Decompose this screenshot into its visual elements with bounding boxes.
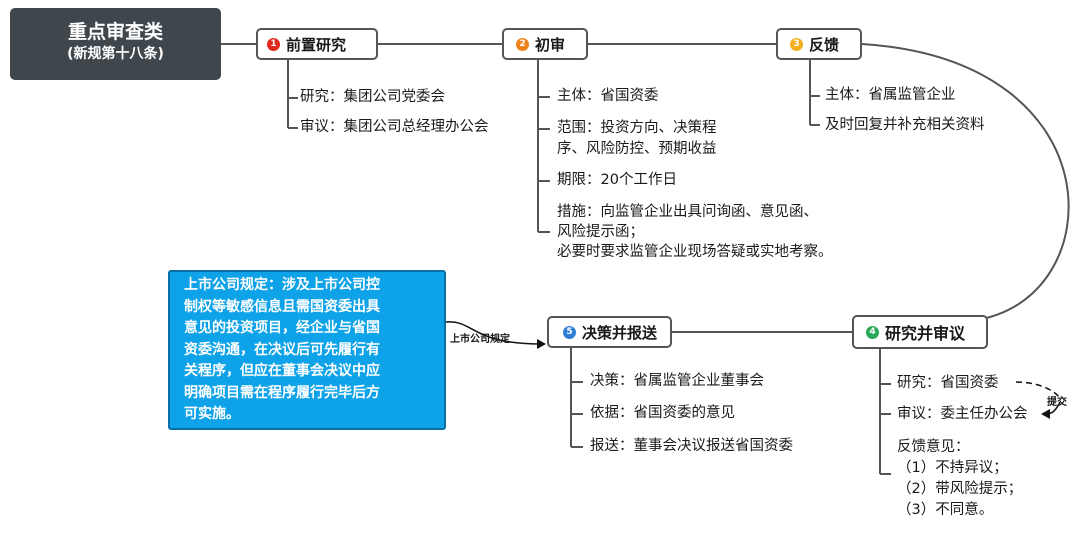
note-line: 关程序，但应在董事会决议中应 xyxy=(184,363,380,379)
node2-item-measures-2: 风险提示函； xyxy=(557,224,644,240)
node4-item-review: 审议：委主任办公会 xyxy=(897,406,1028,422)
node-decision-submit[interactable]: 5 决策并报送 xyxy=(547,316,672,348)
note-arrow-label: 上市公司规定 xyxy=(450,334,510,345)
node2-item-measures-3: 必要时要求监管企业现场答疑或实地考察。 xyxy=(557,244,833,260)
number-3-icon: 3 xyxy=(790,37,803,51)
node4-item-opinion-2: （2）带风险提示； xyxy=(897,481,1023,497)
node2-item-scope-2: 序、风险防控、预期收益 xyxy=(557,141,717,157)
node4-item-opinion-3: （3）不同意。 xyxy=(897,502,994,518)
node5-item-decision: 决策：省属监管企业董事会 xyxy=(590,373,764,389)
note-line: 上市公司规定：涉及上市公司控 xyxy=(184,277,380,293)
number-2-icon: 2 xyxy=(516,37,529,51)
node-title: 前置研究 xyxy=(286,35,347,54)
root-subtitle: (新规第十八条) xyxy=(67,46,164,62)
node2-item-measures-1: 措施：向监管企业出具问询函、意见函、 xyxy=(557,204,818,220)
node4-item-feedback-label: 反馈意见： xyxy=(897,439,970,455)
node-preliminary-research[interactable]: 1 前置研究 xyxy=(256,28,378,60)
node4-item-research: 研究：省国资委 xyxy=(897,375,999,391)
root-title: 重点审查类 xyxy=(67,21,163,43)
node-title: 初审 xyxy=(535,35,566,54)
node2-item-subject: 主体：省国资委 xyxy=(557,88,659,104)
number-1-icon: 1 xyxy=(267,37,280,51)
number-5-icon: 5 xyxy=(563,325,576,339)
submit-arrow-label: 提交 xyxy=(1047,397,1067,408)
node-title: 决策并报送 xyxy=(582,323,658,342)
node2-item-period: 期限：20个工作日 xyxy=(557,172,677,188)
number-4-icon: 4 xyxy=(866,325,879,339)
node-initial-review[interactable]: 2 初审 xyxy=(502,28,588,60)
node3-item-subject: 主体：省属监管企业 xyxy=(825,87,956,103)
node2-item-scope-1: 范围：投资方向、决策程 xyxy=(557,120,717,136)
note-line: 资委沟通，在决议后可先履行有 xyxy=(184,341,380,358)
node5-item-basis: 依据：省国资委的意见 xyxy=(590,405,735,421)
node1-item-research: 研究：集团公司党委会 xyxy=(300,89,445,105)
node5-item-report: 报送：董事会决议报送省国资委 xyxy=(590,438,793,454)
note-line: 意见的投资项目，经企业与省国 xyxy=(184,320,380,336)
root-topic: 重点审查类 (新规第十八条) xyxy=(10,8,221,80)
note-line: 可实施。 xyxy=(184,406,240,422)
node-study-review[interactable]: 4 研究并审议 xyxy=(852,315,988,349)
node-title: 研究并审议 xyxy=(885,324,966,343)
node1-item-review: 审议：集团公司总经理办公会 xyxy=(300,119,489,135)
node-feedback[interactable]: 3 反馈 xyxy=(776,28,862,60)
node4-item-opinion-1: （1）不持异议； xyxy=(897,460,1008,476)
node-title: 反馈 xyxy=(809,35,840,54)
node3-item-reply: 及时回复并补充相关资料 xyxy=(825,117,985,133)
note-line: 制权等敏感信息且需国资委出具 xyxy=(184,298,380,315)
listed-company-note: 上市公司规定：涉及上市公司控 制权等敏感信息且需国资委出具 意见的投资项目，经企… xyxy=(168,270,446,430)
note-line: 明确项目需在程序履行完毕后方 xyxy=(184,384,380,401)
